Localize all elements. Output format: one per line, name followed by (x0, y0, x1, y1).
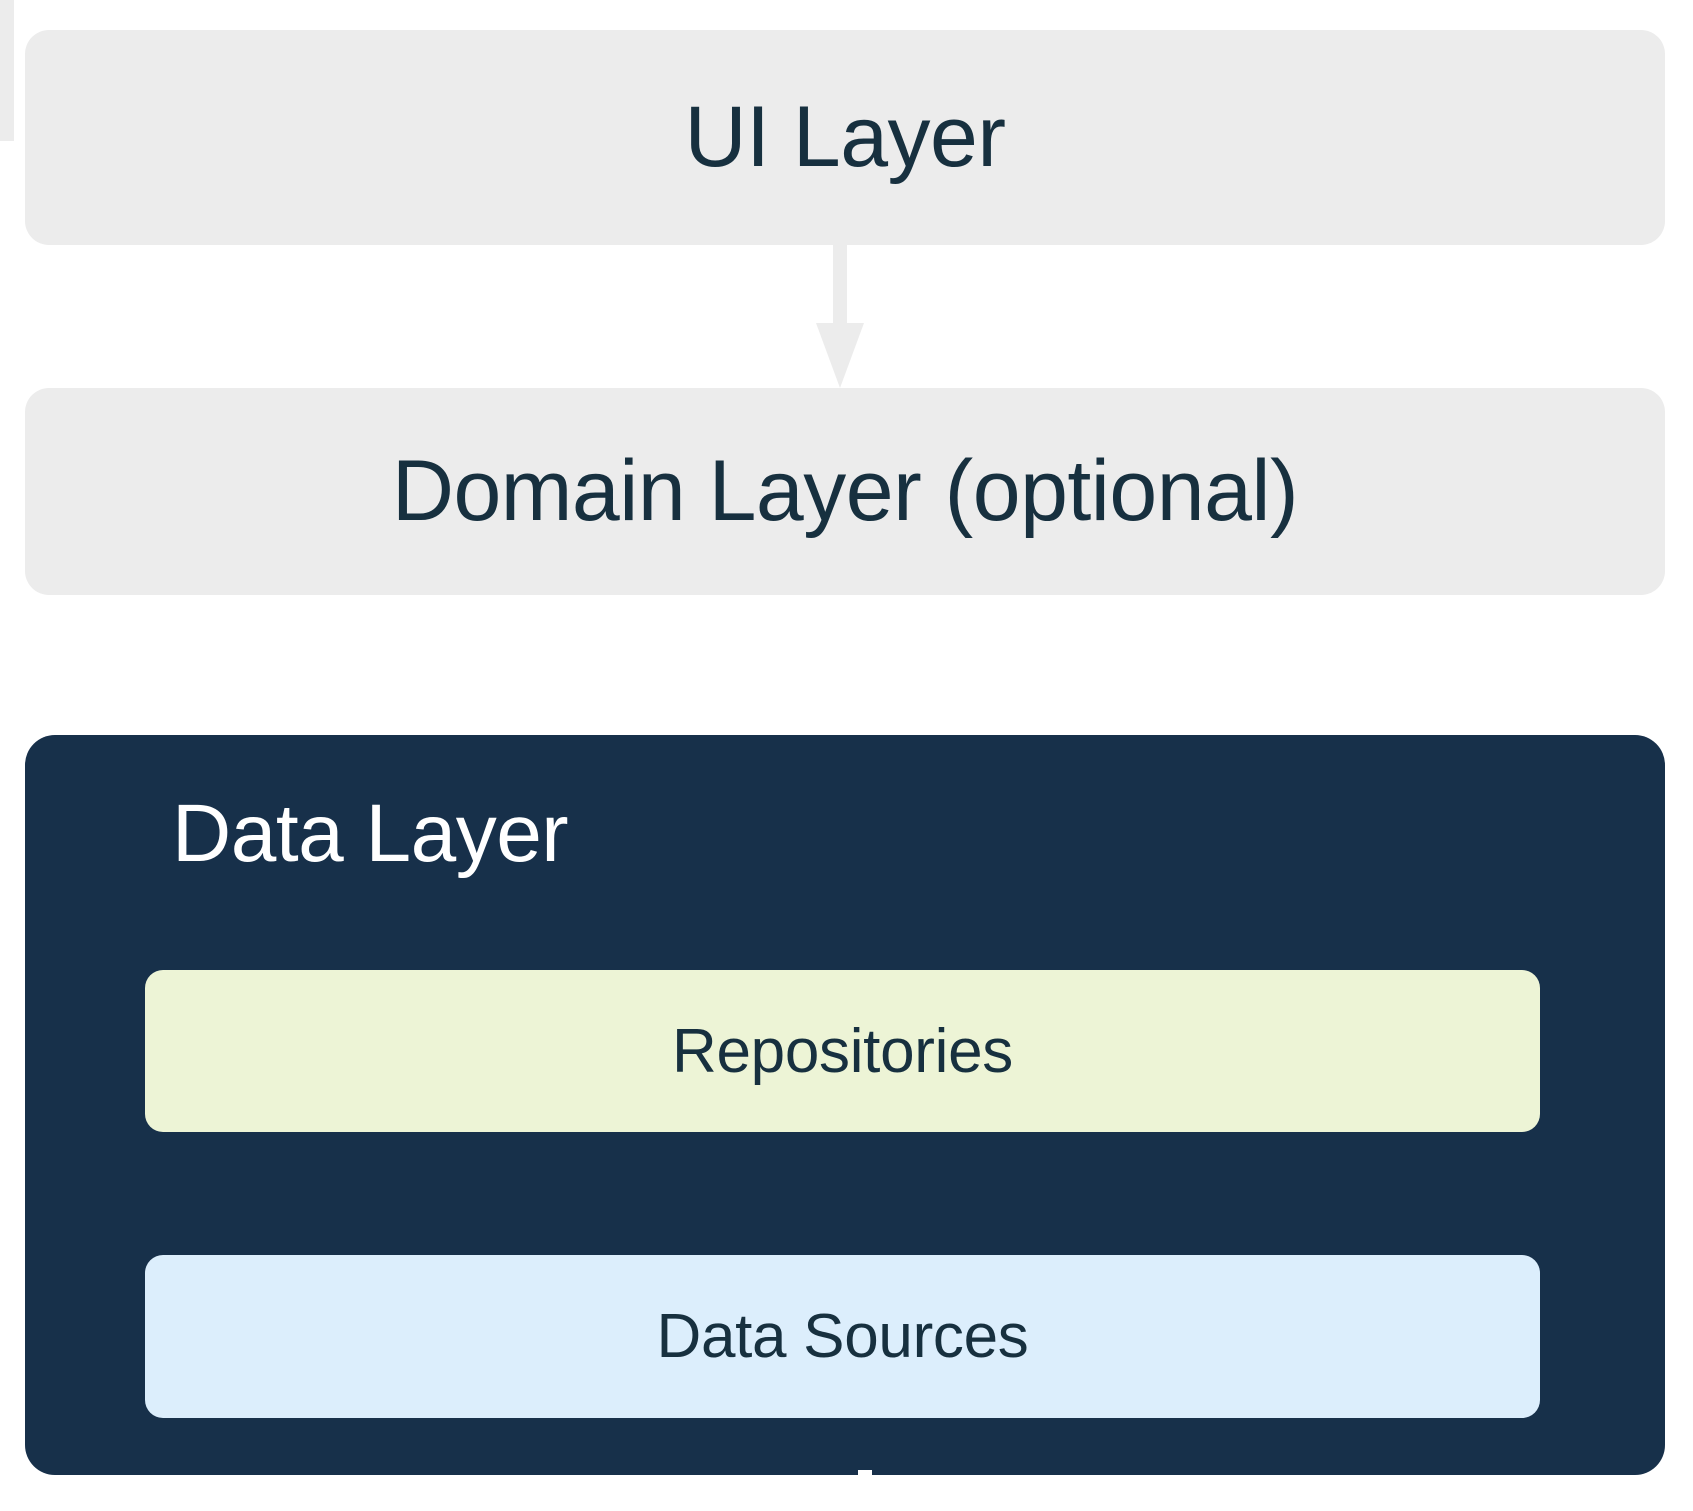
arrow-ui-to-domain (816, 245, 864, 388)
arrow-domain-to-data-shaft-outer (0, 0, 14, 141)
data-sources-box[interactable]: Data Sources (145, 1255, 1540, 1418)
arrow-domain-to-repositories (841, 1470, 889, 1511)
arrow-ui-to-domain-shaft (833, 245, 847, 325)
data-sources-label: Data Sources (656, 1302, 1029, 1371)
ui-layer-label: UI Layer (684, 89, 1006, 185)
domain-layer-box[interactable]: Domain Layer (optional) (25, 388, 1665, 595)
ui-layer-box[interactable]: UI Layer (25, 30, 1665, 245)
repositories-box[interactable]: Repositories (145, 970, 1540, 1132)
repositories-label: Repositories (671, 1016, 1013, 1086)
data-layer-box[interactable]: Data Layer Repositories Data Sources (25, 735, 1665, 1511)
arrow-ui-to-domain-head (816, 323, 864, 388)
arrow-domain-to-repositories-shaft (858, 1470, 872, 1511)
domain-layer-label: Domain Layer (optional) (391, 443, 1299, 539)
data-layer-label: Data Layer (172, 788, 569, 879)
